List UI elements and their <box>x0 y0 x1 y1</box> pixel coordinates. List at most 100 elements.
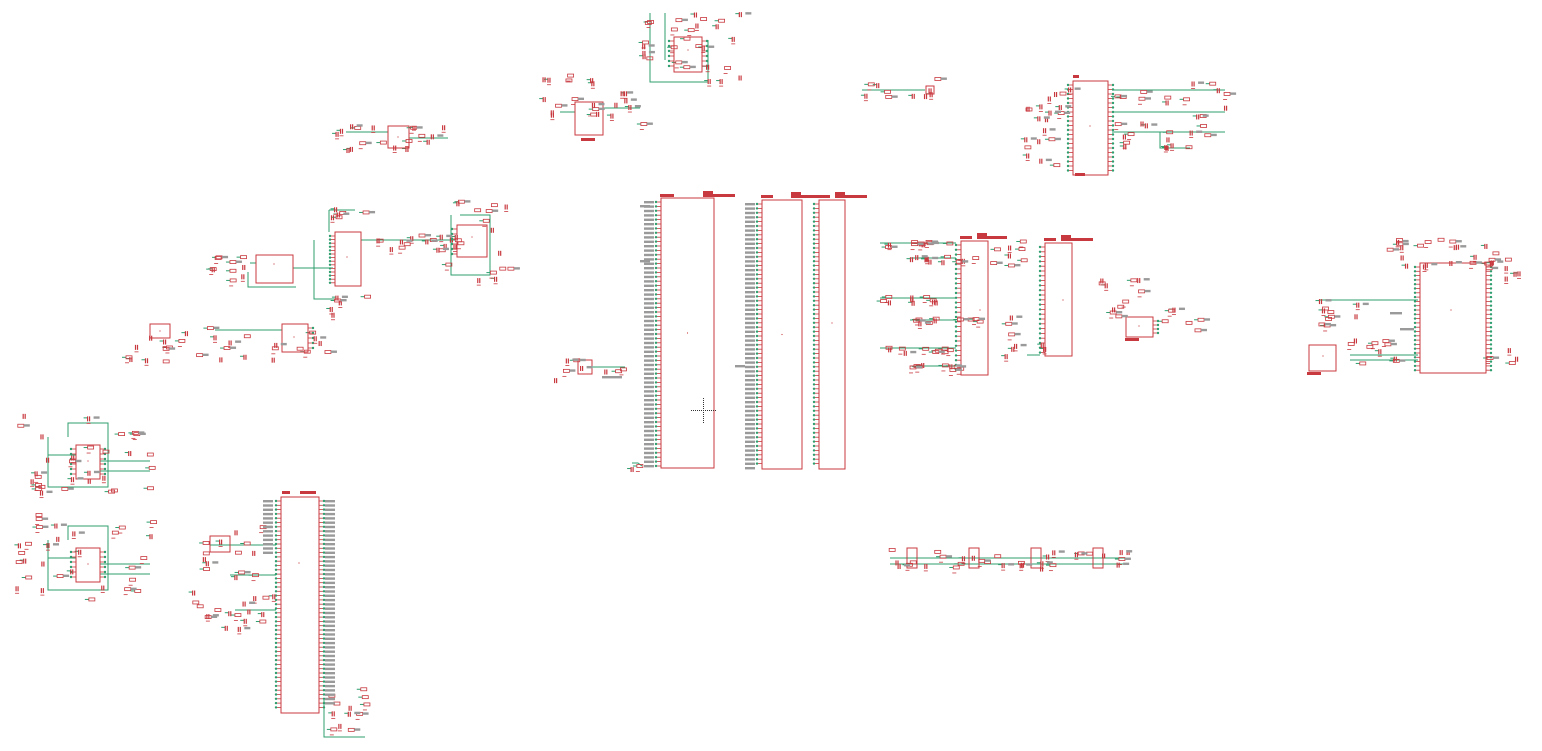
resistor <box>555 103 562 108</box>
pin-junction <box>1489 338 1493 342</box>
net-label <box>646 122 653 125</box>
pin-junction <box>755 348 759 351</box>
net-label <box>644 350 654 353</box>
pin-junction <box>1413 347 1417 350</box>
net-label <box>745 467 755 470</box>
pin-junction <box>954 282 958 285</box>
pin-junction <box>450 247 454 251</box>
pin-junction <box>755 229 759 232</box>
resistor <box>296 346 304 351</box>
resistor <box>670 27 678 32</box>
net-label <box>1126 550 1133 553</box>
net-label <box>644 201 654 204</box>
pin-junction <box>274 521 278 524</box>
pin-junction <box>812 444 816 448</box>
pin-junction <box>274 650 278 653</box>
pin-junction <box>755 378 759 382</box>
resistor <box>347 727 355 732</box>
pin-junction <box>322 560 326 563</box>
pin-junction <box>1111 137 1115 141</box>
pin-junction <box>812 268 816 272</box>
net-label <box>93 416 100 419</box>
net-label <box>63 574 70 577</box>
net-label <box>745 409 755 413</box>
pin-junction <box>322 521 326 524</box>
pin-junction <box>1038 255 1042 258</box>
net-label <box>917 242 924 246</box>
net-label <box>745 203 755 206</box>
pin-junction <box>322 547 326 550</box>
pin-junction <box>812 405 816 408</box>
pin-junction <box>654 332 658 336</box>
pin-junction <box>1111 169 1115 172</box>
cursor-dot <box>703 400 704 401</box>
net-label <box>644 359 654 362</box>
resistor <box>1508 361 1516 365</box>
pin-junction <box>755 273 759 276</box>
net-label <box>745 449 755 452</box>
pin-junction <box>1413 321 1417 325</box>
resistor <box>1005 321 1013 326</box>
net-label <box>212 614 219 617</box>
pin-junction <box>654 209 658 212</box>
pin-junction <box>1038 269 1042 273</box>
resistor <box>209 267 217 272</box>
title-bar <box>977 236 1007 239</box>
pin-junction <box>954 301 958 304</box>
resistor <box>944 254 951 259</box>
resistor <box>1366 344 1374 349</box>
pin-junction <box>954 291 958 295</box>
pin-junction <box>274 693 278 696</box>
resistor <box>636 464 644 468</box>
resistor <box>335 215 343 220</box>
net-label <box>325 594 335 597</box>
component-origin <box>471 236 473 238</box>
pin-junction <box>311 331 315 335</box>
ic-component <box>1072 80 1109 176</box>
net-label <box>644 284 654 287</box>
resistor <box>243 334 251 339</box>
net-label <box>745 313 755 316</box>
pin-junction <box>69 447 73 451</box>
pin-junction <box>274 577 278 580</box>
net-label <box>561 104 568 107</box>
title-bar <box>791 192 801 195</box>
pin-junction <box>274 585 278 589</box>
net-label <box>708 45 715 48</box>
net-label <box>325 624 335 628</box>
ic-component <box>818 199 846 470</box>
resistor <box>438 248 446 253</box>
pin-junction <box>1413 270 1417 273</box>
pin-junction <box>812 365 816 368</box>
pin-junction <box>654 460 658 463</box>
pin-junction <box>755 392 759 395</box>
pin-junction <box>755 321 759 324</box>
net-label <box>1402 242 1409 246</box>
pin-junction <box>1111 128 1115 132</box>
pin-junction <box>1489 317 1493 320</box>
resistor <box>102 449 110 454</box>
title-bar <box>703 191 713 194</box>
net-label <box>1020 343 1027 347</box>
net-label <box>745 401 755 404</box>
net-label <box>745 392 755 395</box>
net-label <box>644 240 654 243</box>
pin-junction <box>1066 124 1070 127</box>
pin-junction <box>103 570 107 574</box>
pin-junction <box>328 281 332 284</box>
pin-junction <box>755 387 759 390</box>
net-label <box>343 212 350 215</box>
pin-junction <box>1066 83 1070 87</box>
pin-junction <box>450 242 454 246</box>
pin-junction <box>667 49 671 53</box>
resistor <box>259 619 267 624</box>
component-origin <box>159 330 161 332</box>
pin-junction <box>1413 300 1417 303</box>
net-label <box>745 220 755 223</box>
net-label <box>249 601 256 604</box>
title-bar <box>835 192 845 195</box>
resistor <box>1492 251 1500 256</box>
resistor <box>1018 247 1026 251</box>
pin-junction <box>274 620 278 623</box>
